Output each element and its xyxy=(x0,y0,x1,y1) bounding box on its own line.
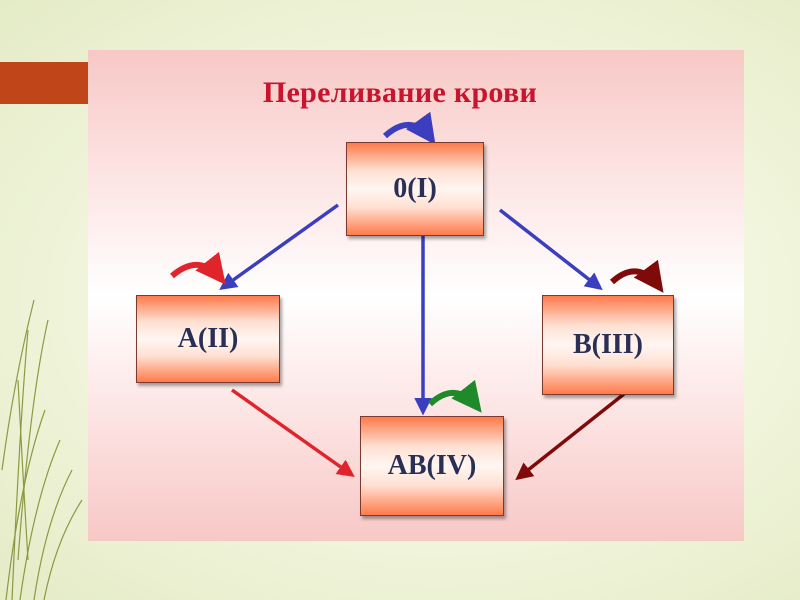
node-a-ii: A(II) xyxy=(136,295,280,383)
arrow-o-to-b xyxy=(498,208,603,291)
node-b-iii: B(III) xyxy=(542,295,674,395)
arrow-b-to-ab xyxy=(515,392,626,481)
accent-bar xyxy=(0,62,88,104)
self-loop-b xyxy=(609,259,664,293)
self-loop-ab xyxy=(427,379,482,413)
node-0-i: 0(I) xyxy=(346,142,484,236)
node-ab-iv: AB(IV) xyxy=(360,416,504,516)
arrow-a-to-ab xyxy=(230,388,355,478)
self-loop-o xyxy=(383,111,436,145)
arrow-o-to-a xyxy=(219,203,340,291)
self-loop-a xyxy=(170,251,226,285)
diagram-title: Переливание крови xyxy=(262,76,538,109)
